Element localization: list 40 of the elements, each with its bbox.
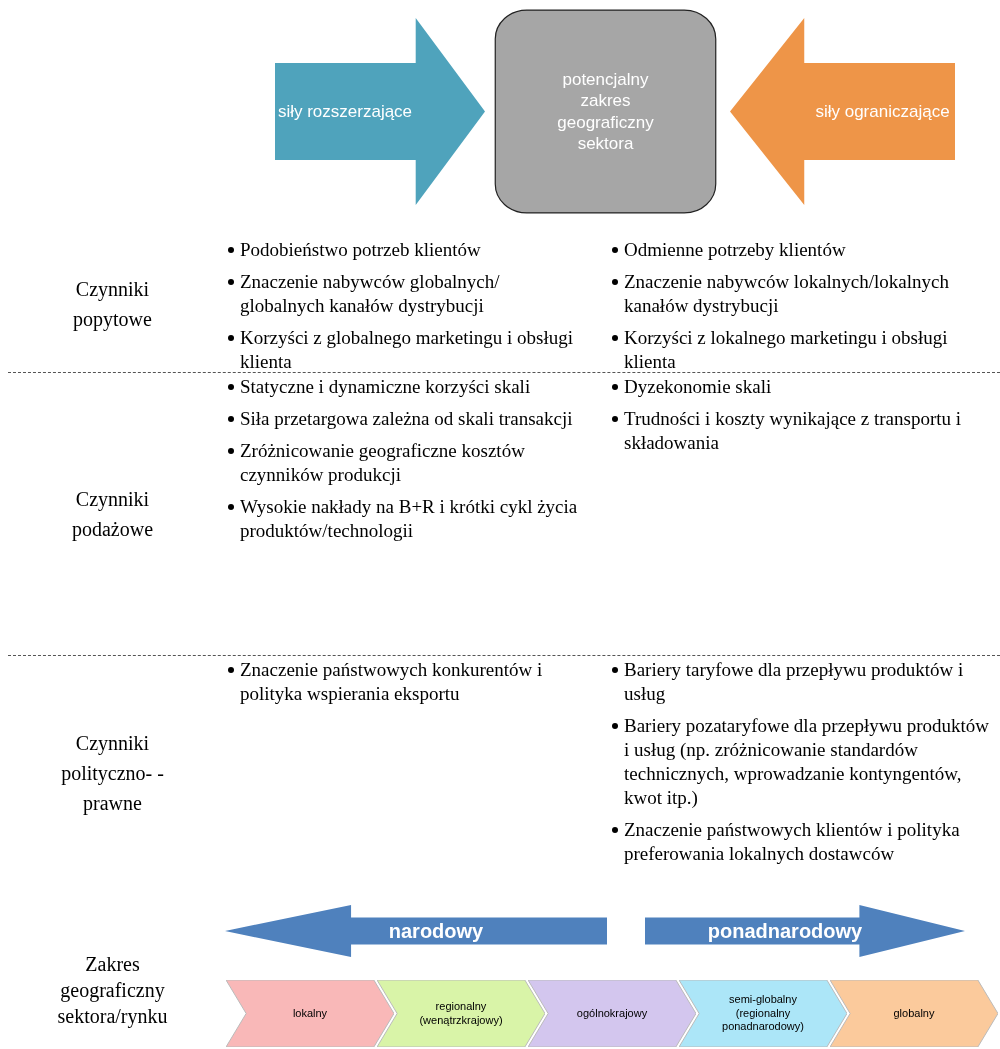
block-arrow-right xyxy=(645,905,965,957)
bullet-text: Znaczenie państwowych klientów i polityka preferowania lokalnych dostawców xyxy=(624,818,961,866)
bullet-text: Odmienne potrzeby klientów xyxy=(624,238,846,262)
shape-label: narodowy xyxy=(387,918,484,944)
chevron-step xyxy=(377,980,545,1047)
chevron-step xyxy=(679,980,847,1047)
shape-label: regionalny (wenątrzkrajowy) xyxy=(418,999,504,1028)
bullet-text: Podobieństwo potrzeb klientów xyxy=(240,238,481,262)
row-heading: Zakres geograficzny sektora/rynku xyxy=(56,951,169,1029)
bullet-text: Statyczne i dynamiczne korzyści skali xyxy=(240,375,531,399)
bullet-text: Wysokie nakłady na B+R i krótki cykl życia produktów/technologii xyxy=(240,495,578,543)
rounded-box xyxy=(493,8,718,215)
row-heading: Czynniki popytowe xyxy=(72,276,153,333)
chevron-step xyxy=(226,980,394,1047)
shape-label: ogólnokrajowy xyxy=(575,1006,649,1021)
bullet-text: Bariery pozataryfowe dla przepływu produktów i usług (np. zróżnicowanie standardów technicznych, wprowadzanie kontyngentów, kwot itp.) xyxy=(624,714,991,810)
bullet-text: Korzyści z globalnego marketingu i obsługi klienta xyxy=(240,326,574,374)
bullet-text: Znaczenie nabywców globalnych/ globalnych kanałów dystrybucji xyxy=(240,270,501,318)
block-arrow-left xyxy=(225,905,607,957)
block-arrow-right xyxy=(275,18,485,205)
shape-label: potencjalny zakres geograficzny sektora xyxy=(556,69,655,154)
row-heading: Czynniki polityczno- -prawne xyxy=(60,730,165,817)
bullet-text: Dyzekonomie skali xyxy=(624,375,772,399)
shape-label: ponadnarodowy xyxy=(707,918,864,944)
chevron-step xyxy=(528,980,696,1047)
bullet-text: Korzyści z lokalnego marketingu i obsługi klienta xyxy=(624,326,949,374)
bullet-text: Bariery taryfowe dla przepływu produktów i usług xyxy=(624,658,965,706)
shape-label: lokalny xyxy=(291,1006,329,1021)
bullet-text: Znaczenie państwowych konkurentów i polityka wspierania eksportu xyxy=(240,658,544,706)
shape-label: globalny xyxy=(892,1006,936,1021)
bullet-text: Zróżnicowanie geograficzne kosztów czynników produkcji xyxy=(240,439,526,487)
row-heading: Czynniki podażowe xyxy=(70,486,155,543)
shape-label: semi-globalny (regionalny ponadnarodowy) xyxy=(721,992,805,1035)
chevron-step xyxy=(830,980,998,1047)
block-arrow-left xyxy=(730,18,955,205)
shape-label: siły rozszerzające xyxy=(277,100,414,123)
shape-label: siły ograniczające xyxy=(814,100,950,123)
bullet-text: Trudności i koszty wynikające z transportu i składowania xyxy=(624,407,963,455)
bullet-text: Siła przetargowa zależna od skali transakcji xyxy=(240,407,573,431)
bullet-text: Znaczenie nabywców lokalnych/lokalnych kanałów dystrybucji xyxy=(624,270,950,318)
